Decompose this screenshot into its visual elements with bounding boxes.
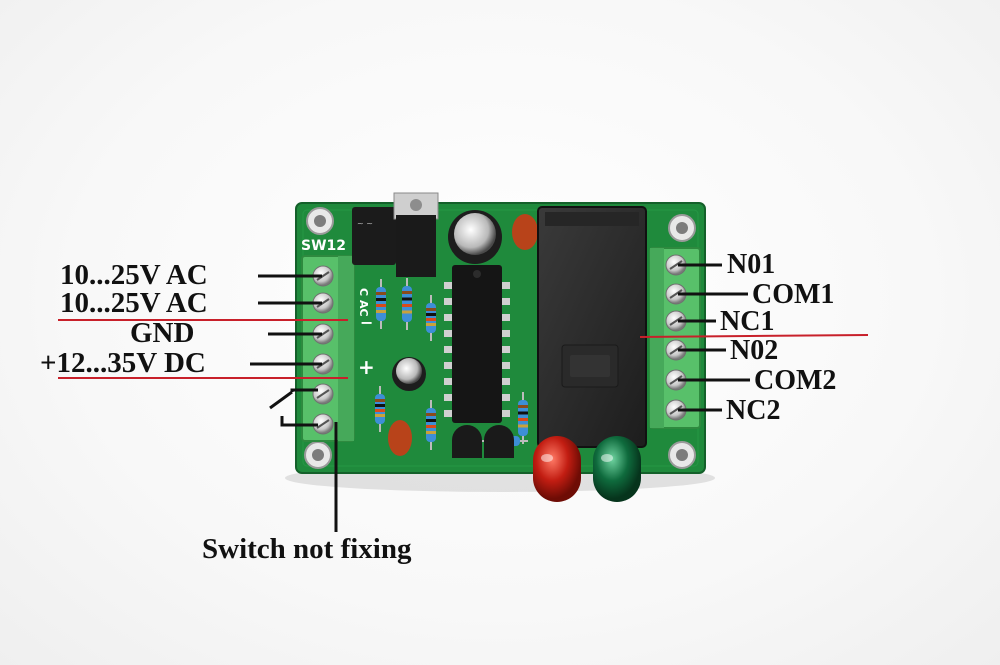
silkscreen-c: C [357,288,370,296]
right-screw-6-icon [665,399,687,421]
silkscreen-ac: AC [357,300,370,317]
transistor-right [484,425,514,458]
silkscreen-minus: − [360,313,373,332]
resistor-5 [426,400,436,450]
silkscreen-plus: + [358,355,375,379]
label-nc2: NC2 [726,395,781,426]
label-com1: COM1 [752,279,835,310]
resistor-6 [518,392,528,444]
resistor-4 [375,386,385,432]
film-capacitor-top [512,214,538,250]
silkscreen-marks: SW12 C AC − + [301,238,375,379]
label-com2: COM2 [754,365,837,396]
left-screw-2-icon [312,292,334,314]
label-n02: N02 [730,335,779,366]
label-input-ac-2: 10...25V AC [60,287,208,319]
svg-text:~ ~: ~ ~ [357,219,373,228]
resistor-2 [402,278,412,330]
label-switch-not-fixing: Switch not fixing [202,533,412,565]
resistor-1 [376,279,386,329]
bridge-rectifier: ~ ~ [352,207,396,265]
label-input-ac-1: 10...25V AC [60,259,208,291]
left-screw-1-icon [312,265,334,287]
transistor-left [452,425,482,458]
right-screw-5-icon [665,369,687,391]
electrolytic-capacitor-large [448,210,502,264]
left-screw-6-icon [312,413,334,435]
silkscreen-label: SW12 [301,238,346,254]
resistor-3 [426,295,436,341]
ic-chip [444,265,510,423]
mounting-holes [304,207,696,469]
film-capacitor-bottom [388,420,412,456]
left-screw-5-icon [312,383,334,405]
label-n01: N01 [727,249,776,280]
green-led [593,436,641,502]
red-led [533,436,581,502]
leader-lines [250,263,750,532]
label-input-dc: +12...35V DC [40,347,206,379]
label-nc1: NC1 [720,306,775,337]
relay [537,206,647,448]
voltage-regulator [393,192,439,277]
red-separator-right [639,334,869,338]
electrolytic-capacitor-small [392,357,426,391]
label-gnd: GND [130,317,195,349]
